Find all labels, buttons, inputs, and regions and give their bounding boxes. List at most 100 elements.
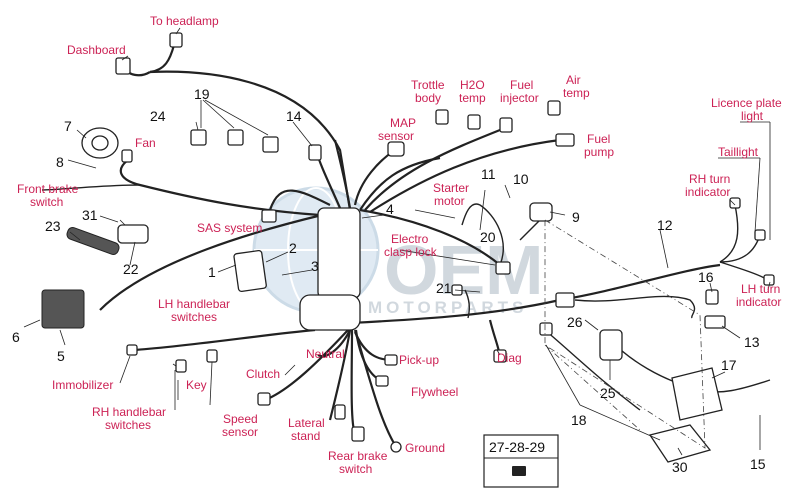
pad-30 — [648, 424, 712, 463]
grip-23 — [66, 227, 120, 255]
callout-30: 30 — [672, 459, 688, 475]
label-rear-brake-1: Rear brake — [328, 449, 388, 463]
callout-20: 20 — [480, 229, 496, 245]
label-to-headlamp: To headlamp — [150, 14, 219, 28]
label-diag: Diag — [497, 351, 522, 365]
label-starter-2: motor — [434, 194, 465, 208]
label-neutral: Neutral — [306, 347, 345, 361]
callout-8: 8 — [56, 154, 64, 170]
label-map-1: MAP — [390, 116, 416, 130]
callout-10: 10 — [513, 171, 529, 187]
diag-connector — [493, 349, 507, 363]
fuse-inset-box: 27-28-29 — [483, 434, 559, 488]
battery-17 — [671, 367, 723, 421]
airtemp-connector — [547, 100, 561, 116]
callout-25: 25 — [600, 385, 616, 401]
electro-clasp-connector — [495, 261, 511, 275]
callout-9: 9 — [572, 209, 580, 225]
callout-22: 22 — [123, 261, 139, 277]
label-clasp-2: clasp lock — [384, 245, 438, 259]
key-connector-a — [175, 359, 187, 373]
pickup-connector — [384, 354, 398, 366]
label-flywheel: Flywheel — [411, 385, 458, 399]
label-taillight: Taillight — [718, 145, 759, 159]
callout-3: 3 — [311, 258, 319, 274]
label-front-brake-1: Front brake — [17, 182, 79, 196]
part-number-callouts: 1 2 3 4 5 6 7 8 9 10 11 12 13 14 15 16 1… — [12, 86, 766, 475]
plate-light-connector — [754, 229, 766, 241]
fan-connector — [121, 149, 133, 163]
callout-1: 1 — [208, 264, 216, 280]
callout-11: 11 — [481, 166, 496, 182]
label-lh-handlebar-2: switches — [171, 310, 217, 324]
label-rh-handlebar-2: switches — [105, 418, 151, 432]
ecu-1 — [233, 249, 267, 293]
label-lh-handlebar-1: LH handlebar — [158, 297, 230, 311]
rear-brake-connector — [351, 426, 365, 442]
label-rh-turn-1: RH turn — [689, 172, 730, 186]
label-pick-up: Pick-up — [399, 353, 439, 367]
label-speed-2: sensor — [222, 425, 258, 439]
callout-17: 17 — [721, 357, 737, 373]
label-trottle-1: Trottle — [411, 78, 445, 92]
label-lh-turn-1: LH turn — [741, 282, 780, 296]
component-parts — [41, 32, 775, 463]
headlamp-connector — [169, 32, 183, 48]
h2o-connector — [467, 114, 481, 130]
label-plate-1: Licence plate — [711, 96, 782, 110]
callout-15: 15 — [750, 456, 766, 472]
label-airtemp-1: Air — [566, 73, 581, 87]
ground-terminal — [390, 441, 402, 453]
callout-31: 31 — [82, 207, 98, 223]
leader-lines — [23, 27, 771, 456]
label-lh-turn-2: indicator — [736, 295, 781, 309]
starter-relay-9 — [529, 202, 553, 222]
connector-16 — [705, 289, 719, 305]
callout-13: 13 — [744, 334, 760, 350]
callout-16: 16 — [698, 269, 714, 285]
label-front-brake-2: switch — [30, 195, 63, 209]
fuse-holder-25 — [599, 329, 623, 361]
connector-26 — [539, 322, 553, 336]
label-fuelpump-2: pump — [584, 145, 614, 159]
label-sas-system: SAS system — [197, 221, 262, 235]
callout-21: 21 — [436, 280, 452, 296]
component-labels: To headlamp Dashboard Fan Front brake sw… — [17, 14, 782, 476]
key-connector-b — [206, 349, 218, 363]
relay-19a — [227, 129, 244, 146]
callout-14: 14 — [286, 108, 302, 124]
label-lateral-1: Lateral — [288, 416, 325, 430]
callout-4: 4 — [386, 201, 394, 217]
relay-19b — [262, 136, 279, 153]
label-airtemp-2: temp — [563, 86, 590, 100]
injector-connector — [499, 117, 513, 133]
watermark-subtitle: MOTORPARTS — [368, 298, 527, 317]
callout-6: 6 — [12, 329, 20, 345]
flywheel-connector — [375, 375, 389, 387]
label-clasp-1: Electro — [391, 232, 429, 246]
label-key: Key — [186, 378, 207, 392]
trottle-connector — [435, 109, 449, 125]
label-fuelpump-1: Fuel — [587, 132, 610, 146]
label-h2o-1: H2O — [460, 78, 485, 92]
label-rear-brake-2: switch — [339, 462, 372, 476]
label-dashboard: Dashboard — [67, 43, 126, 57]
relay-14 — [308, 144, 322, 161]
callout-18: 18 — [571, 412, 587, 428]
label-ground: Ground — [405, 441, 445, 455]
rh-turn-connector — [729, 197, 741, 209]
relay-24 — [190, 129, 207, 146]
main-harness-body — [299, 207, 361, 331]
callout-26: 26 — [567, 314, 583, 330]
callout-5: 5 — [57, 348, 65, 364]
label-h2o-2: temp — [459, 91, 486, 105]
regulator-5 — [41, 289, 85, 329]
callout-12: 12 — [657, 217, 673, 233]
label-injector-1: Fuel — [510, 78, 533, 92]
label-plate-2: light — [741, 109, 764, 123]
callout-7: 7 — [64, 118, 72, 134]
rear-connector — [555, 292, 575, 308]
immobilizer-connector — [126, 344, 138, 356]
inset-box-title: 27-28-29 — [489, 439, 545, 455]
